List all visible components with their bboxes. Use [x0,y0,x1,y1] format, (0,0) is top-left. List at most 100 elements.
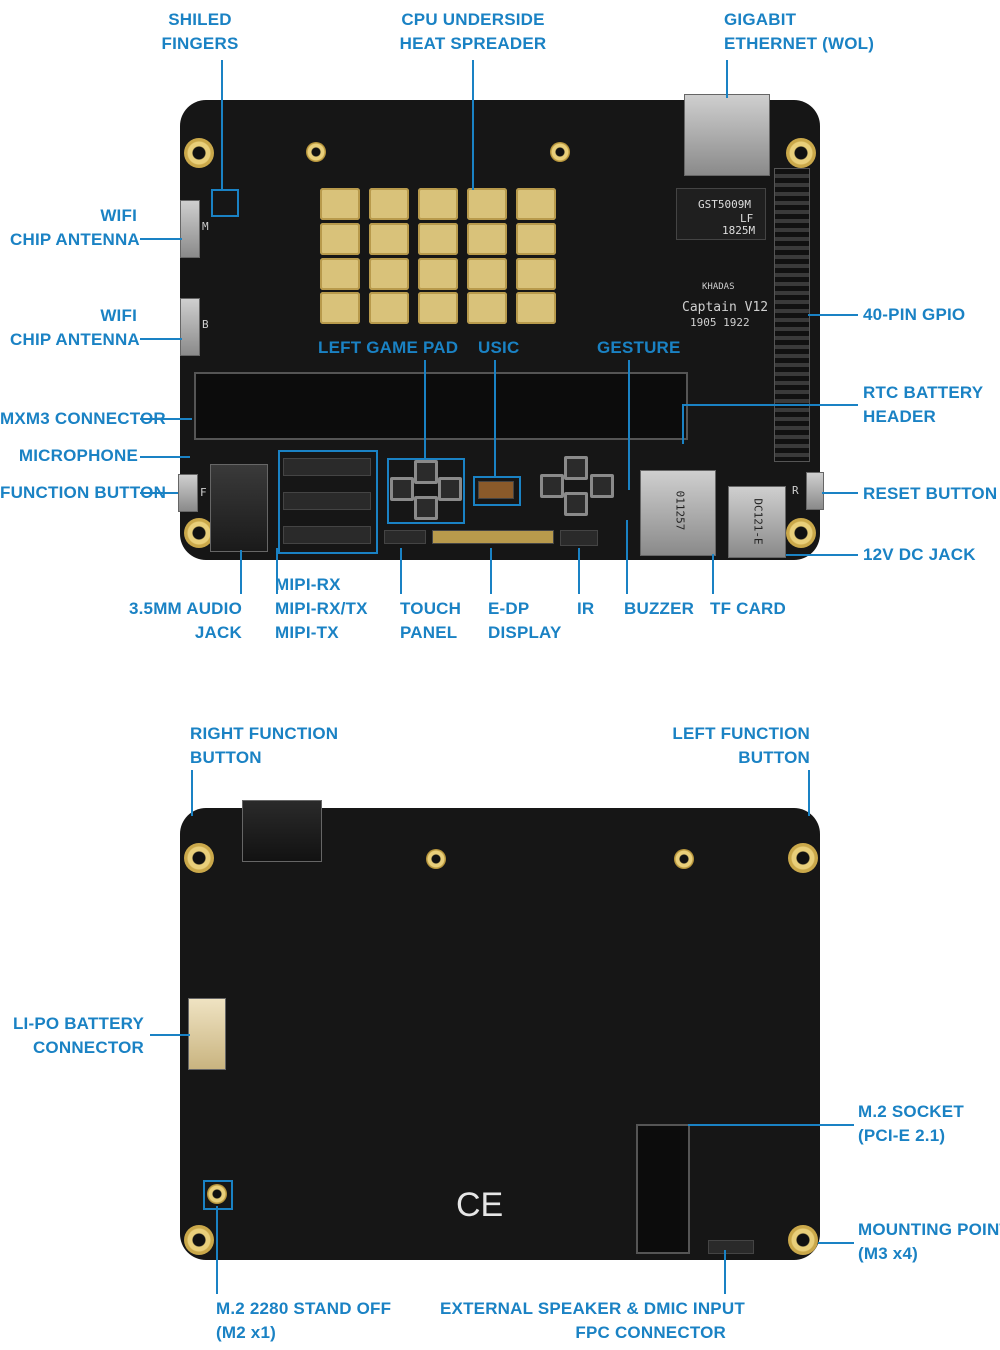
label-tf-card: TF CARD [710,599,786,618]
speaker-fpc-connector [708,1240,754,1254]
jack-code: DC121-E [751,498,765,545]
standoff-hole [426,849,446,869]
action-button-3 [590,474,614,498]
magnetics-label: GST5009M [698,198,751,211]
leader-line [400,548,402,594]
action-button-2 [540,474,564,498]
gamepad-up-button [414,460,438,484]
mounting-hole [184,843,214,873]
label-dc-jack: 12V DC JACK [863,545,976,564]
leader-line [472,60,474,190]
silk-r: R [792,484,799,497]
reset-button-part [806,472,824,510]
leader-line [808,314,858,316]
audio-jack [210,464,268,552]
mounting-hole [184,518,214,548]
leader-line [818,1242,854,1244]
label-buzzer: BUZZER [624,599,695,618]
edp-connector [432,530,554,544]
mipi-rxtx-connector [283,492,371,510]
leader-line [786,554,858,556]
standoff-hole [674,849,694,869]
m2-socket [636,1124,690,1254]
date-text: 1905 1922 [690,316,750,329]
leader-line [276,548,278,594]
leader-line [140,492,178,494]
wifi-antenna-m [180,200,200,258]
action-button-4 [564,492,588,516]
mounting-hole [788,1225,818,1255]
gpio-header [774,168,810,462]
gamepad-right-button [438,477,462,501]
label-standoff: M.2 2280 STAND OFF(M2 x1) [216,1299,392,1342]
label-mounting-point: MOUNTING POINT(M3 x4) [858,1220,1000,1263]
brand-text: KHADAS [702,282,735,292]
mounting-hole [184,1225,214,1255]
ethernet-jack-rear [242,800,322,862]
mounting-hole [786,518,816,548]
leader-line [424,360,426,458]
magnetics-code: 1825M [722,224,756,237]
ce-mark: CE [456,1186,504,1224]
usic-connector [478,481,514,499]
standoff-hole [550,142,570,162]
leader-line [628,360,630,490]
action-button-1 [564,456,588,480]
magnetics-chip [676,188,766,240]
leader-line [490,548,492,594]
leader-line [140,418,192,420]
leader-line [216,1206,218,1294]
leader-line [712,554,714,594]
model-text: Captain V12 [682,300,769,315]
leader-line [221,60,223,190]
label-m2-socket: M.2 SOCKET(PCI-E 2.1) [858,1102,964,1145]
label-microphone: MICROPHONE [18,446,138,465]
label-mxm3: MXM3 CONNECTOR [0,409,166,428]
mounting-hole [788,843,818,873]
m2-standoff [207,1184,227,1204]
leader-line [191,770,193,816]
lipo-connector [188,998,226,1070]
leader-line [578,548,580,594]
leader-line [726,60,728,98]
leader-line [626,520,628,594]
game-pad-box [387,458,465,524]
label-reset-button: RESET BUTTON [863,484,998,503]
function-button-part [178,474,198,512]
silk-b: B [202,318,209,331]
mipi-rx-connector [283,458,371,476]
ethernet-jack [684,94,770,176]
dc-jack [728,486,786,558]
leader-line [140,238,182,240]
label-ir: IR [577,599,595,618]
leader-line [140,338,182,340]
label-function-button: FUNCTION BUTTON [0,483,167,502]
standoff-hole [306,142,326,162]
shield-fingers-box [211,189,239,217]
leader-line [724,1250,726,1294]
standoff-box [203,1180,233,1210]
leader-line [682,404,684,444]
usic-box [473,476,521,506]
mxm3-slot [194,372,688,440]
card-code: 011257 [673,490,687,531]
mipi-tx-connector [283,526,371,544]
leader-line [140,456,190,458]
label-gesture: GESTURE [597,338,681,357]
board-bottom [180,808,820,1260]
mipi-box [278,450,378,554]
leader-line [150,1034,190,1036]
